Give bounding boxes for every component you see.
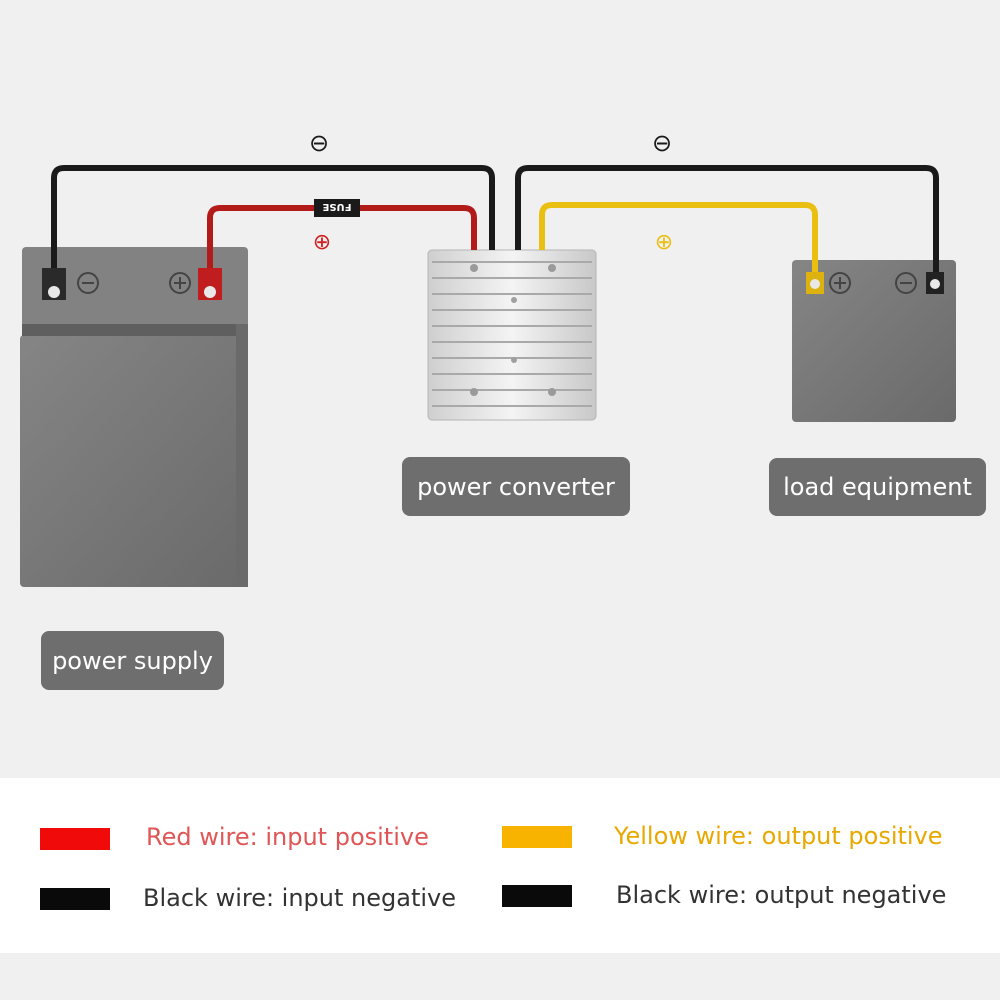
input-positive-symbol: ⊕ bbox=[313, 230, 331, 255]
output-negative-symbol: ⊖ bbox=[652, 129, 672, 157]
power-converter-device bbox=[427, 249, 597, 421]
legend-swatch-red bbox=[40, 828, 110, 850]
power-supply-plus-mark bbox=[169, 272, 191, 294]
power-supply-negative-terminal bbox=[42, 268, 66, 300]
wire-legend: Red wire: input positive Yellow wire: ou… bbox=[0, 778, 1000, 953]
power-converter-label: power converter bbox=[402, 457, 630, 516]
fuse-label: FUSE bbox=[322, 201, 351, 212]
input-negative-wire bbox=[51, 165, 495, 268]
load-equipment-device bbox=[792, 260, 956, 422]
legend-label-red: Red wire: input positive bbox=[146, 823, 429, 851]
bottom-strip bbox=[0, 953, 1000, 1000]
wiring-diagram: FUSE ⊖ ⊕ ⊖ ⊕ power converter load equipm… bbox=[0, 0, 1000, 778]
load-plus-mark bbox=[829, 272, 851, 294]
input-negative-symbol: ⊖ bbox=[309, 129, 329, 157]
output-positive-wire bbox=[539, 202, 818, 272]
load-minus-mark bbox=[895, 272, 917, 294]
output-negative-wire bbox=[515, 165, 939, 272]
power-supply-minus-mark bbox=[77, 272, 99, 294]
load-equipment-label: load equipment bbox=[769, 458, 986, 516]
legend-label-yellow: Yellow wire: output positive bbox=[614, 822, 943, 850]
power-supply-positive-terminal bbox=[198, 268, 222, 300]
power-supply-device bbox=[20, 247, 248, 587]
legend-swatch-black-input bbox=[40, 888, 110, 910]
legend-swatch-black-output bbox=[502, 885, 572, 907]
load-positive-terminal bbox=[806, 272, 824, 294]
load-negative-terminal bbox=[926, 272, 944, 294]
output-positive-symbol: ⊕ bbox=[655, 230, 673, 255]
fuse: FUSE bbox=[314, 199, 360, 217]
power-supply-label: power supply bbox=[41, 631, 224, 690]
diagram-canvas: FUSE ⊖ ⊕ ⊖ ⊕ bbox=[20, 129, 956, 587]
legend-label-black-output: Black wire: output negative bbox=[616, 881, 947, 909]
legend-label-black-input: Black wire: input negative bbox=[143, 884, 457, 912]
legend-swatch-yellow bbox=[502, 826, 572, 848]
